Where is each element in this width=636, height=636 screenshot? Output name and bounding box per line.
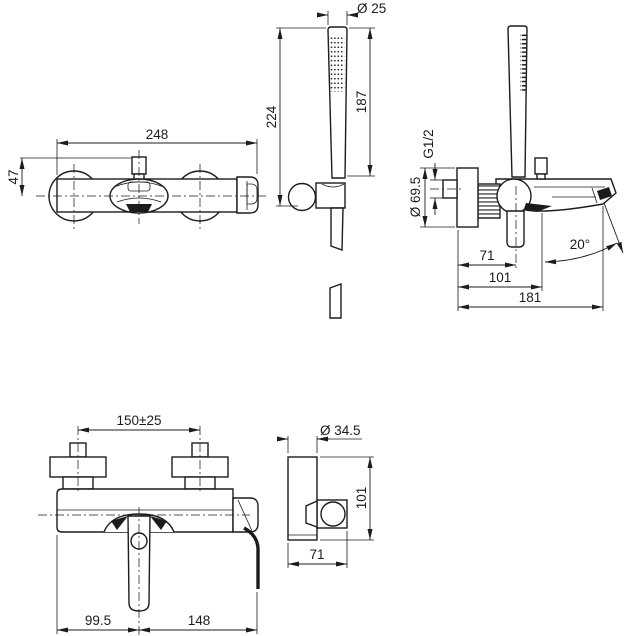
dim-height-to-axis: 47 xyxy=(6,169,21,184)
dim-handle-axis-to-right: 148 xyxy=(188,613,211,628)
view-holder-side: Ø 34.5 101 71 xyxy=(277,423,374,568)
shower-hose-lower xyxy=(329,283,342,319)
bracket-flange xyxy=(287,182,317,212)
dim-holder-depth: 71 xyxy=(309,547,324,562)
dim-left-to-handle-axis: 99.5 xyxy=(85,613,111,628)
spray-face-dots xyxy=(330,35,345,92)
bath-mixer-body xyxy=(56,488,234,533)
lever-blade-front xyxy=(243,526,260,589)
dim-holder-diameter: Ø 34.5 xyxy=(320,423,361,438)
view-hand-shower: Ø 25 187 224 xyxy=(264,1,386,319)
dim-holder-height: 101 xyxy=(354,487,369,510)
diverter-knob-side xyxy=(534,157,548,175)
wall-flange-side xyxy=(456,167,479,228)
dim-wand-length: 187 xyxy=(354,91,369,114)
dim-inlet-spacing: 150±25 xyxy=(117,413,162,428)
dim-overall-depth: 181 xyxy=(519,290,542,305)
shower-hose-upper xyxy=(330,207,344,251)
dim-flange-diameter: Ø 69.5 xyxy=(408,177,423,218)
dim-handle-axis-depth: 71 xyxy=(479,248,494,263)
dim-wand-diameter: Ø 25 xyxy=(357,1,386,16)
spray-face-edge xyxy=(520,34,527,92)
dim-overall-height: 224 xyxy=(264,105,279,128)
outlet-cap xyxy=(236,176,259,214)
view-bath-mixer-side: G1/2 Ø 69.5 71 101 181 20° xyxy=(408,25,624,311)
dim-overall-width: 248 xyxy=(146,127,169,142)
lever-handle-side xyxy=(506,210,525,248)
dim-spout-axis-depth: 101 xyxy=(489,270,512,285)
holder-knob xyxy=(320,501,346,527)
dim-spout-angle: 20° xyxy=(570,237,590,252)
dim-inlet-thread: G1/2 xyxy=(421,129,436,158)
view-shower-mixer-front: 248 47 xyxy=(6,127,268,230)
holder-body xyxy=(287,456,318,541)
view-bath-mixer-front: 150±25 99.5 148 xyxy=(38,413,260,636)
